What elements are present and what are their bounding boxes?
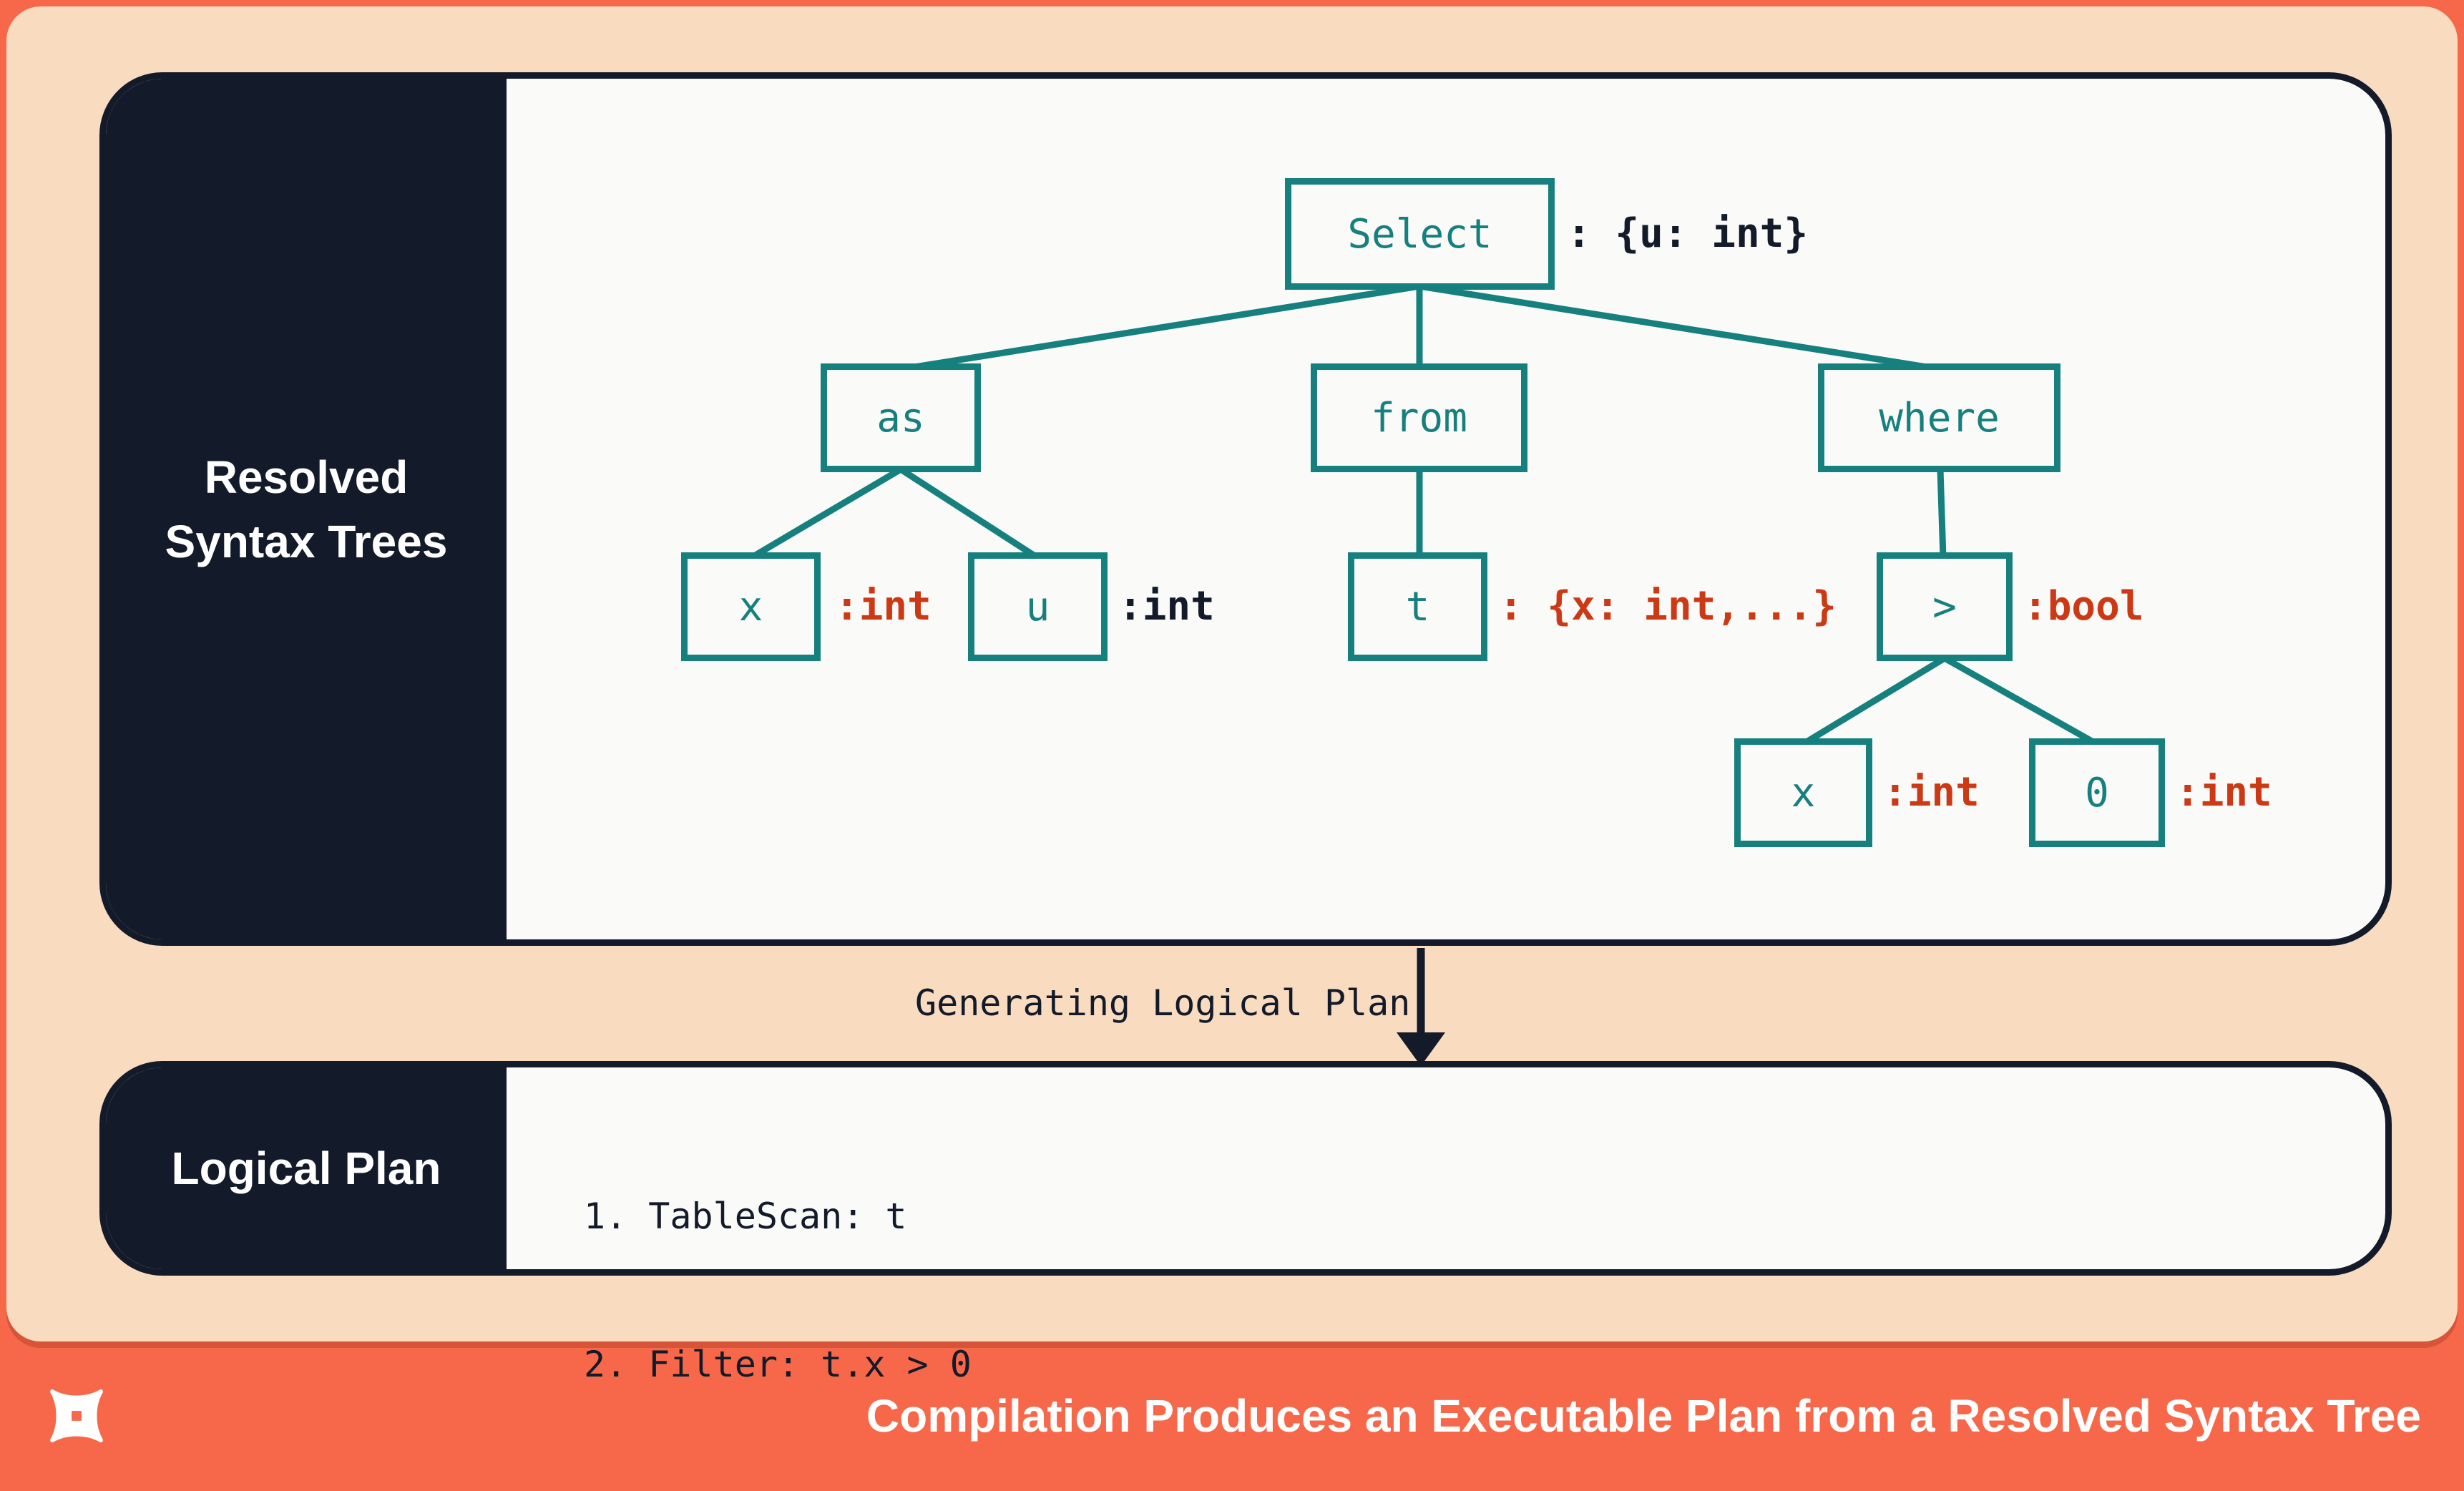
edge-gt-x [1801, 655, 1947, 747]
node-select-label: Select [1347, 210, 1492, 258]
plan-step-3: 3. Projection: t.x as u [584, 1488, 1079, 1491]
node-u: u [968, 552, 1108, 661]
annotation-u-type: :int [1118, 583, 1215, 630]
plan-step-2: 2. Filter: t.x > 0 [584, 1344, 972, 1385]
annotation-x-operand-type: :int [1883, 769, 1980, 816]
node-zero: 0 [2029, 738, 2165, 847]
logical-plan-panel: Logical Plan [99, 1061, 2392, 1276]
footer-bar: Compilation Produces an Executable Plan … [0, 1341, 2464, 1491]
node-greater-than-label: > [1932, 583, 1957, 630]
node-x-operand: x [1734, 738, 1872, 847]
edge-as-u [899, 466, 1040, 561]
node-x-as-child: x [681, 552, 821, 661]
edge-select-as [900, 283, 1420, 373]
node-where-label: where [1879, 394, 2000, 441]
node-select: Select [1285, 178, 1555, 290]
annotation-t-type: : {x: int,...} [1499, 583, 1837, 630]
node-u-label: u [1025, 583, 1050, 630]
x-star-logo-icon [50, 1389, 103, 1442]
footer-title: Compilation Produces an Executable Plan … [866, 1390, 2421, 1442]
node-where: where [1818, 363, 2060, 472]
annotation-select-type: : {u: int} [1567, 210, 1809, 257]
flow-arrow [1397, 948, 1445, 1066]
plan-steps: 1. TableScan: t 2. Filter: t.x > 0 3. Pr… [584, 1093, 1079, 1491]
edge-as-x [748, 466, 903, 561]
annotation-x-type: :int [835, 583, 932, 630]
edge-select-where [1419, 283, 1941, 373]
node-t-label: t [1405, 583, 1430, 630]
plan-step-1: 1. TableScan: t [584, 1196, 907, 1237]
rst-sidebar-label: Resolved Syntax Trees [165, 451, 448, 567]
node-greater-than: > [1877, 552, 2013, 661]
tree-edges [748, 283, 2099, 747]
flow-arrow-head [1397, 1032, 1445, 1066]
rst-sidebar: Resolved Syntax Trees [106, 79, 507, 939]
node-as-label: as [876, 394, 925, 441]
node-x-label: x [738, 583, 763, 630]
annotation-greater-than-type: :bool [2023, 583, 2144, 630]
node-zero-label: 0 [2085, 769, 2109, 816]
transition-label: Generating Logical Plan [915, 982, 1411, 1024]
edge-where-gt [1937, 469, 1947, 559]
node-from-label: from [1371, 394, 1467, 441]
lp-sidebar: Logical Plan [106, 1067, 507, 1269]
edge-gt-zero [1942, 655, 2099, 747]
resolved-syntax-trees-panel: Resolved Syntax Trees [99, 72, 2392, 946]
node-x-operand-label: x [1791, 769, 1816, 816]
annotation-zero-type: :int [2176, 769, 2272, 816]
node-t: t [1348, 552, 1487, 661]
node-as: as [821, 363, 981, 472]
node-from: from [1311, 363, 1527, 472]
lp-sidebar-label: Logical Plan [171, 1143, 441, 1194]
